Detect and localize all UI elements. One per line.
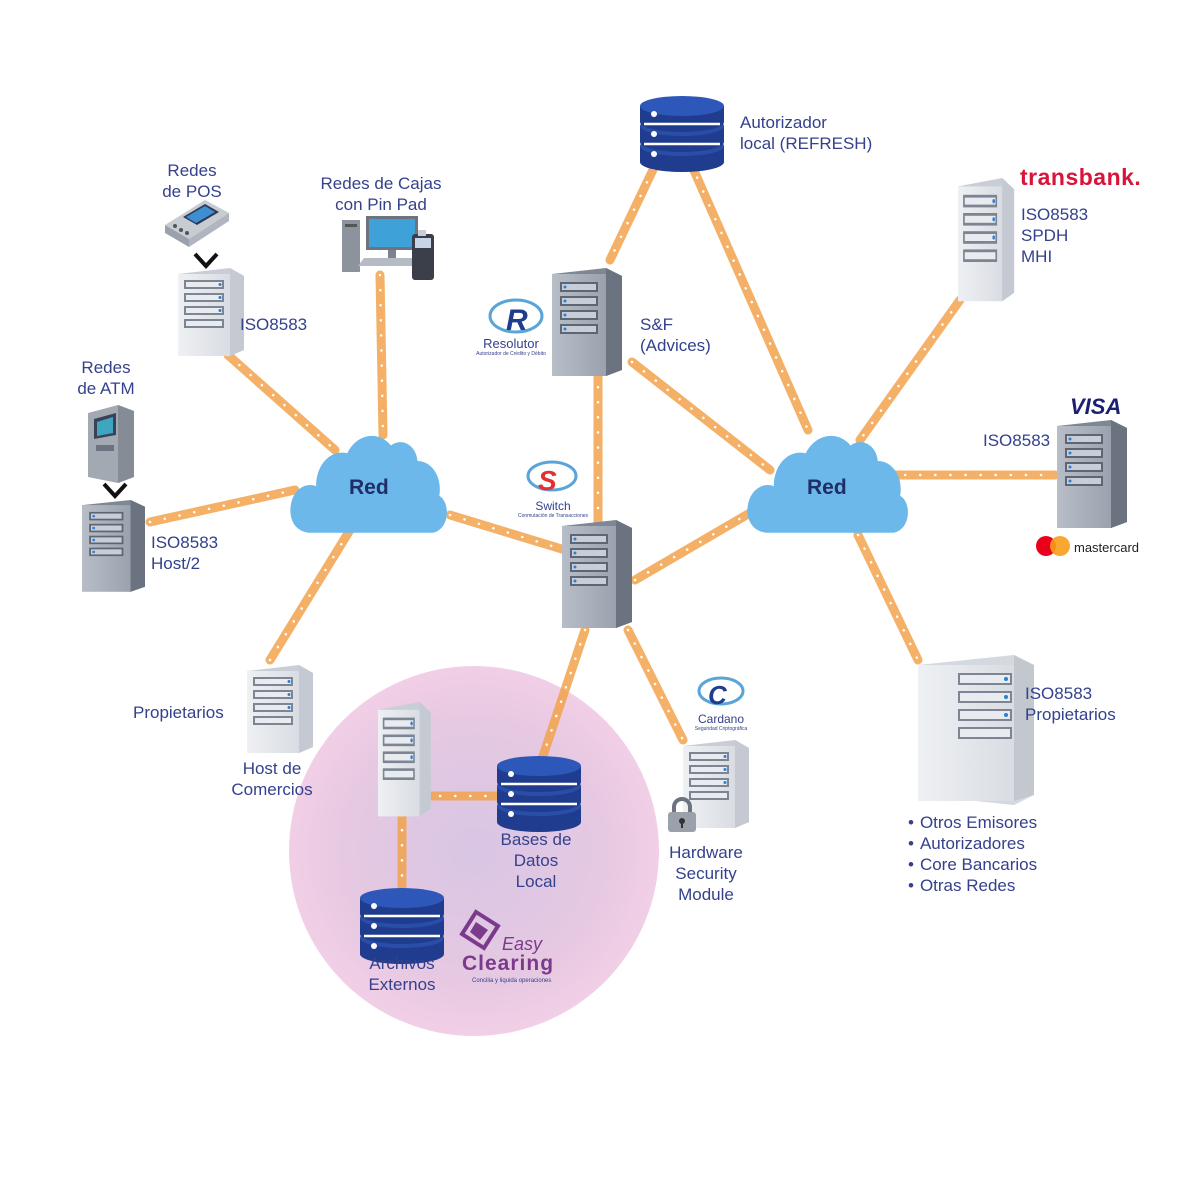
connector-auth-redright bbox=[680, 145, 813, 435]
red-left-label: Red bbox=[349, 476, 389, 499]
connector-switch-db bbox=[535, 625, 590, 770]
iso-pos-server-icon bbox=[178, 268, 244, 356]
connector-host2-red bbox=[145, 485, 300, 527]
svg-text:R: R bbox=[506, 304, 528, 337]
propietarios-tower-server-icon bbox=[918, 655, 1034, 805]
easy-clearing-brand-clearing: Clearing bbox=[462, 952, 555, 975]
clearing-server-icon bbox=[378, 702, 431, 817]
switch-logo-icon: S bbox=[526, 460, 578, 496]
connector-cajas-red bbox=[375, 270, 388, 440]
easy-clearing-logo-icon bbox=[459, 909, 501, 951]
visa-server-icon bbox=[1057, 420, 1127, 528]
padlock-icon bbox=[668, 797, 696, 832]
autorizador-database-icon bbox=[638, 94, 726, 174]
pin-pad-workstation-icon bbox=[342, 216, 434, 280]
svg-text:S: S bbox=[538, 465, 557, 496]
sf-label: S&F(Advices) bbox=[640, 315, 711, 355]
visa-logo: VISA bbox=[1070, 394, 1122, 419]
host2-server-icon bbox=[82, 500, 145, 592]
list-item: Otros Emisores bbox=[908, 812, 1037, 833]
connector-switch-redright bbox=[630, 505, 760, 585]
otros-list: Otros Emisores Autorizadores Core Bancar… bbox=[908, 812, 1037, 896]
connector-transbank-redright bbox=[855, 295, 965, 445]
cardano-logo-icon: C bbox=[697, 676, 745, 710]
iso-visa-label: ISO8583 bbox=[983, 431, 1051, 450]
easy-clearing-tagline: Concilia y liquida operaciones bbox=[472, 978, 552, 984]
red-right-label: Red bbox=[807, 476, 847, 499]
connector-sf-redright bbox=[627, 357, 775, 475]
mastercard-logo-icon bbox=[1036, 536, 1070, 556]
svg-text:C: C bbox=[708, 680, 728, 710]
connector-redright-prop bbox=[853, 530, 923, 665]
transbank-logo: transbank. bbox=[1020, 164, 1142, 190]
list-item: Autorizadores bbox=[908, 833, 1037, 854]
pos-terminal-icon bbox=[165, 200, 229, 247]
switch-server-icon bbox=[562, 520, 632, 628]
list-item: Otras Redes bbox=[908, 875, 1037, 896]
sf-server-icon bbox=[552, 268, 622, 376]
transbank-server-icon bbox=[958, 178, 1015, 302]
mastercard-logo: mastercard bbox=[1074, 540, 1140, 555]
connector-pos-red bbox=[223, 350, 340, 455]
iso-pos-label: ISO8583 bbox=[240, 315, 308, 334]
connectors bbox=[145, 145, 1060, 900]
propietarios-label: Propietarios bbox=[133, 703, 224, 722]
connector-auth-sf bbox=[605, 150, 665, 265]
easy-clearing-brand-easy: Easy bbox=[502, 934, 543, 954]
host-comercios-server-icon bbox=[247, 665, 313, 753]
list-item: Core Bancarios bbox=[908, 854, 1037, 875]
bases-datos-database-icon bbox=[495, 754, 583, 834]
resolutor-logo-icon: R bbox=[488, 298, 544, 337]
atm-icon bbox=[88, 405, 134, 483]
arrow-pos-down-icon bbox=[193, 252, 219, 269]
arrow-atm-down-icon bbox=[102, 482, 128, 499]
